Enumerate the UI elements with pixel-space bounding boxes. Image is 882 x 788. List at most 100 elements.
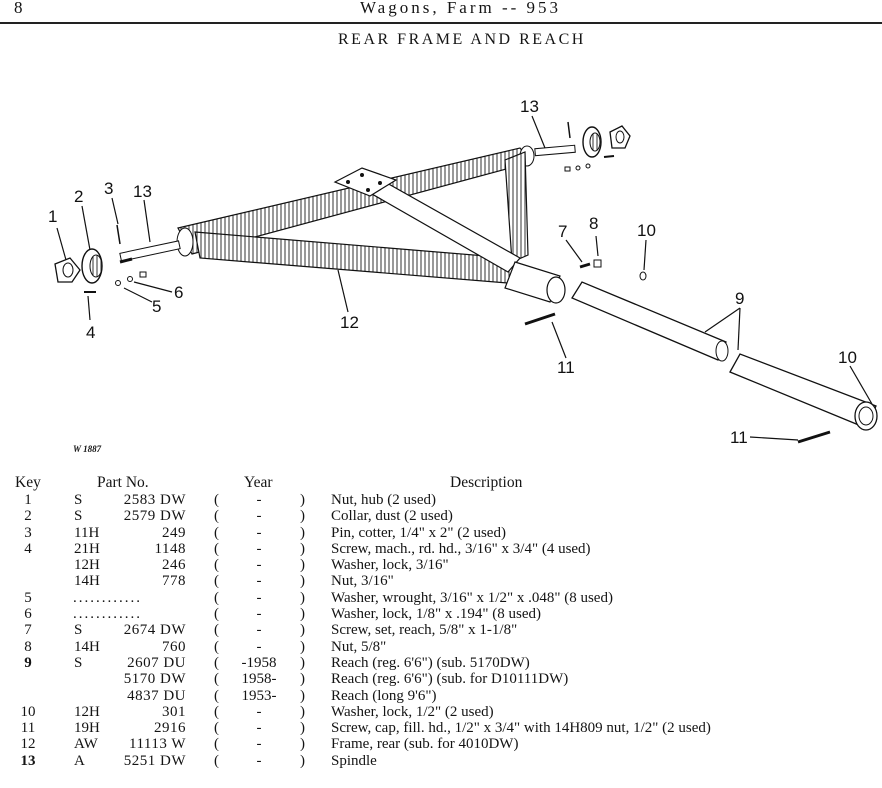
part-number-cell: 249 bbox=[162, 524, 186, 541]
part-prefix-cell: AW bbox=[74, 736, 98, 753]
year-open-paren: ( bbox=[214, 622, 219, 639]
header-part-no: Part No. bbox=[97, 474, 149, 491]
year-open-paren: ( bbox=[214, 638, 219, 655]
year-cell: 1958- bbox=[241, 671, 277, 688]
callout-2: 2 bbox=[74, 187, 83, 206]
header-year: Year bbox=[244, 474, 273, 491]
year-cell: - bbox=[256, 508, 262, 525]
part-prefix-cell: 19H bbox=[74, 720, 100, 737]
part-number-cell: 2579 DW bbox=[123, 508, 186, 525]
year-close-paren: ) bbox=[300, 540, 305, 557]
part-number-cell: 2583 DW bbox=[123, 492, 186, 508]
year-close-paren: ) bbox=[300, 736, 305, 753]
running-title: Wagons, Farm -- 953 bbox=[360, 0, 562, 17]
year-close-paren: ) bbox=[300, 573, 305, 590]
year-open-paren: ( bbox=[214, 671, 219, 688]
part-prefix-cell: S bbox=[74, 654, 83, 671]
reach-tube-short bbox=[571, 281, 729, 362]
year-cell: - bbox=[256, 540, 262, 557]
key-cell: 2 bbox=[24, 508, 32, 525]
section-title: REAR FRAME AND REACH bbox=[338, 31, 586, 48]
callout-6: 6 bbox=[174, 283, 183, 302]
year-close-paren: ) bbox=[300, 622, 305, 639]
year-close-paren: ) bbox=[300, 606, 305, 623]
key-cell: 11 bbox=[20, 720, 36, 737]
year-open-paren: ( bbox=[214, 492, 219, 508]
year-cell: - bbox=[256, 589, 262, 606]
year-cell: - bbox=[256, 720, 262, 737]
part-number-cell: 2916 bbox=[154, 720, 186, 737]
description-cell: Washer, lock, 1/8" x .194" (8 used) bbox=[331, 606, 541, 623]
year-cell: - bbox=[256, 492, 262, 508]
reach-nut bbox=[593, 259, 602, 268]
key-cell: 3 bbox=[24, 524, 32, 541]
year-close-paren: ) bbox=[300, 508, 305, 525]
key-cell: 9 bbox=[24, 654, 32, 671]
key-cell: 13 bbox=[20, 752, 36, 769]
year-cell: - bbox=[256, 703, 262, 720]
year-open-paren: ( bbox=[214, 589, 219, 606]
description-cell: Washer, lock, 3/16" bbox=[331, 557, 449, 574]
key-cell: 5 bbox=[24, 589, 32, 606]
part-no-placeholder: ............ bbox=[73, 606, 142, 623]
part-prefix-cell: 11H bbox=[74, 524, 100, 541]
key-cell: 7 bbox=[24, 622, 32, 639]
key-cell: 10 bbox=[20, 703, 36, 720]
year-close-paren: ) bbox=[300, 589, 305, 606]
callout-13-left: 13 bbox=[133, 182, 152, 201]
description-cell: Reach (reg. 6'6") (sub. for D10111DW) bbox=[331, 671, 569, 688]
year-close-paren: ) bbox=[300, 703, 305, 720]
header-rule bbox=[0, 22, 882, 24]
spindle-left bbox=[119, 240, 181, 264]
year-cell: -1958 bbox=[241, 654, 277, 671]
year-cell: 1953- bbox=[241, 687, 277, 704]
year-cell: - bbox=[256, 638, 262, 655]
year-cell: - bbox=[256, 752, 262, 769]
description-cell: Nut, hub (2 used) bbox=[331, 492, 436, 508]
part-number-cell: 246 bbox=[162, 557, 186, 574]
cotter-pin-left bbox=[116, 224, 121, 245]
year-open-paren: ( bbox=[214, 736, 219, 753]
table-row: 5170 DW(1958-)Reach (reg. 6'6") (sub. fo… bbox=[0, 671, 882, 687]
table-row: 4837 DU(1953-)Reach (long 9'6") bbox=[0, 688, 882, 704]
callout-13-right: 13 bbox=[520, 97, 539, 116]
description-cell: Washer, wrought, 3/16" x 1/2" x .048" (8… bbox=[331, 589, 613, 606]
year-cell: - bbox=[256, 573, 262, 590]
description-cell: Screw, mach., rd. hd., 3/16" x 3/4" (4 u… bbox=[331, 540, 591, 557]
part-number-cell: 4837 DU bbox=[127, 687, 186, 704]
mounting-plate bbox=[333, 167, 398, 197]
year-open-paren: ( bbox=[214, 720, 219, 737]
rear-frame-top-beam bbox=[176, 145, 535, 257]
year-open-paren: ( bbox=[214, 524, 219, 541]
description-cell: Pin, cotter, 1/4" x 2" (2 used) bbox=[331, 524, 506, 541]
key-cell: 1 bbox=[24, 492, 32, 508]
dust-collar-right bbox=[582, 126, 602, 158]
key-cell: 8 bbox=[24, 638, 32, 655]
part-number-cell: 760 bbox=[162, 638, 186, 655]
callout-11-upper: 11 bbox=[557, 358, 575, 377]
part-number-cell: 5170 DW bbox=[123, 671, 186, 688]
part-number-cell: 2607 DU bbox=[127, 654, 186, 671]
hub-nut-left bbox=[54, 257, 81, 283]
part-prefix-cell: S bbox=[74, 508, 83, 525]
year-cell: - bbox=[256, 736, 262, 753]
year-close-paren: ) bbox=[300, 638, 305, 655]
part-number-cell: 301 bbox=[162, 703, 186, 720]
year-cell: - bbox=[256, 557, 262, 574]
dust-collar-left bbox=[81, 248, 103, 284]
year-open-paren: ( bbox=[214, 573, 219, 590]
year-close-paren: ) bbox=[300, 752, 305, 769]
part-prefix-cell: 21H bbox=[74, 540, 100, 557]
part-number-cell: 1148 bbox=[154, 540, 186, 557]
year-close-paren: ) bbox=[300, 524, 305, 541]
